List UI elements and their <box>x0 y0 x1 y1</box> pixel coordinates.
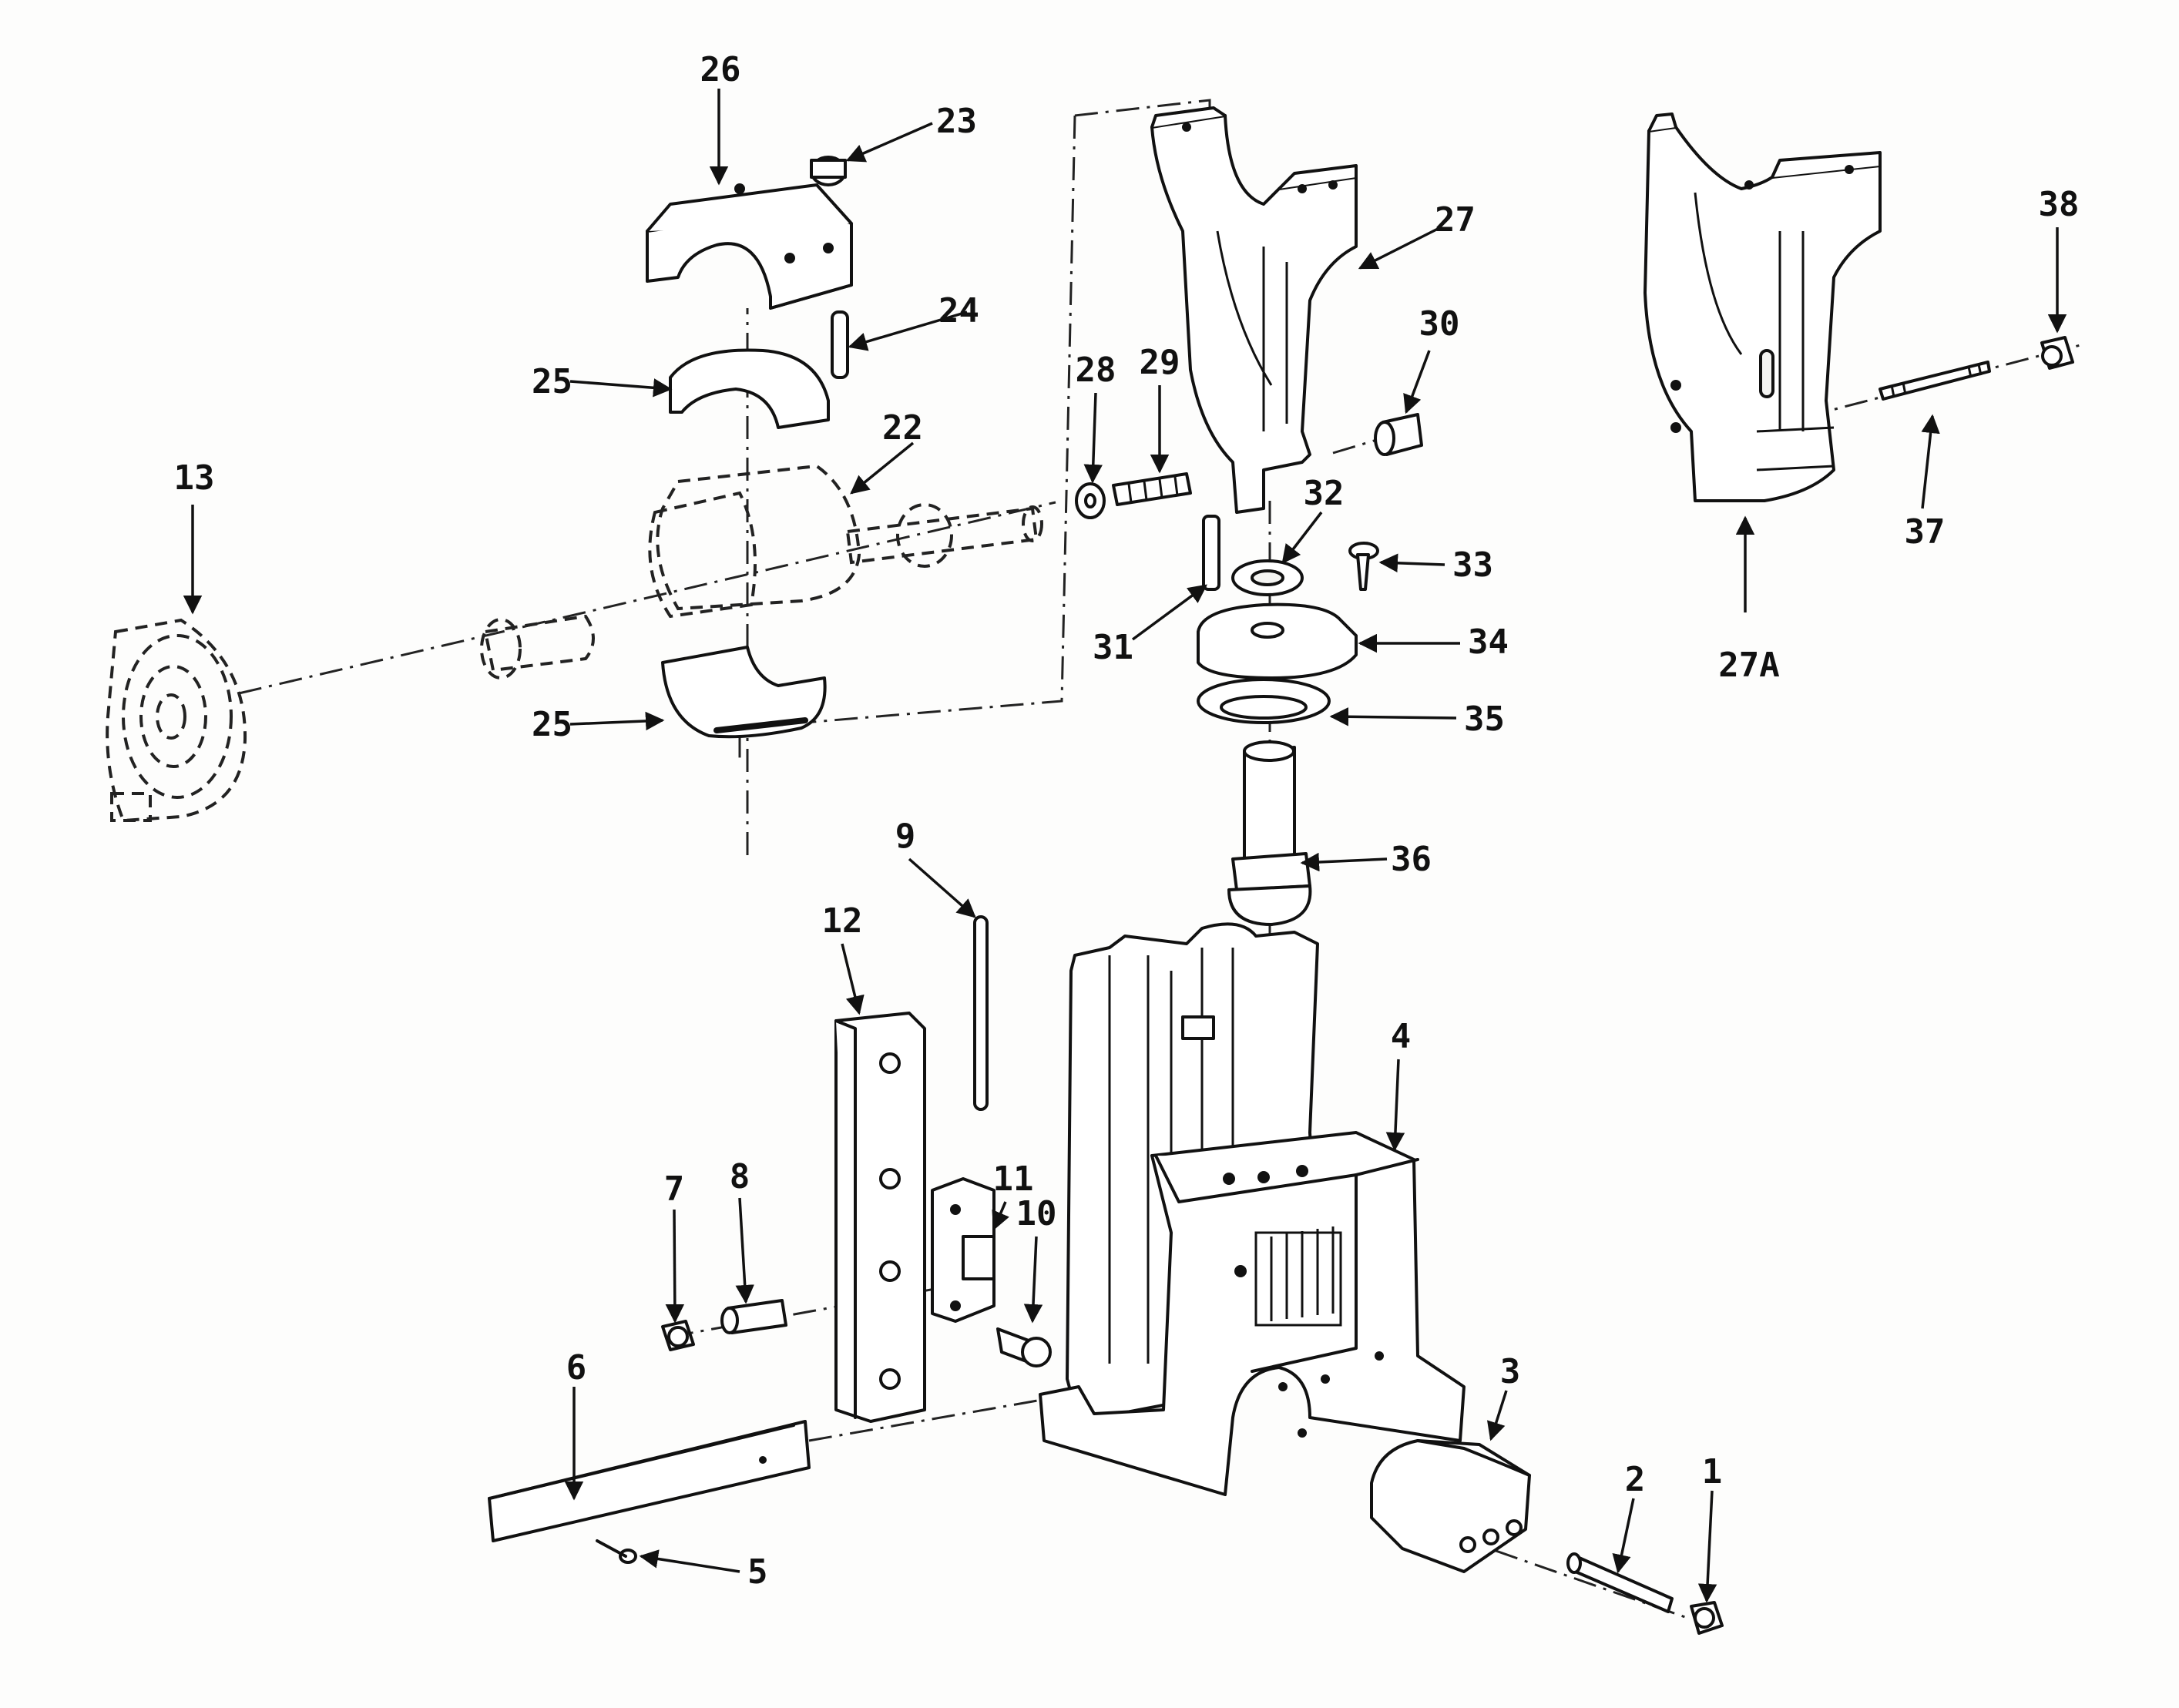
part-7-nut <box>661 1320 695 1351</box>
callout-38: 38 <box>2039 185 2080 224</box>
part-25-upper-bearing <box>669 348 830 429</box>
callout-36: 36 <box>1391 840 1432 879</box>
part-37-rod <box>1879 361 1991 401</box>
part-22-hub-shaft <box>480 464 1043 680</box>
base-centerline <box>808 1362 1249 1442</box>
callout-10: 10 <box>1016 1194 1057 1233</box>
part-24-pin <box>831 310 849 379</box>
callout-1: 1 <box>1702 1452 1723 1492</box>
callout-26: 26 <box>700 50 741 89</box>
part-13-housing <box>106 618 247 823</box>
bracket-phantom-left <box>738 115 1076 759</box>
callout-28: 28 <box>1076 351 1116 390</box>
callout-3: 3 <box>1500 1352 1521 1391</box>
callout-12: 12 <box>822 901 863 941</box>
callout-4: 4 <box>1391 1017 1412 1056</box>
part-35-spring-washer <box>1197 678 1331 724</box>
callout-31: 31 <box>1093 628 1133 667</box>
part-3-end-block <box>1370 1439 1531 1573</box>
part-32-washer <box>1231 559 1304 596</box>
part-26-bearing-cap <box>646 183 853 310</box>
part-2-pin <box>1566 1552 1674 1613</box>
callout-9: 9 <box>895 817 916 856</box>
part-9-rod <box>973 915 989 1111</box>
callout-37: 37 <box>1905 512 1946 552</box>
callout-11: 11 <box>993 1159 1034 1199</box>
part-38-nut <box>2040 336 2074 370</box>
part-10-stud <box>996 1327 1052 1367</box>
part-33-screw <box>1348 542 1379 591</box>
part-30-bushing <box>1374 413 1423 456</box>
callout-6: 6 <box>566 1348 587 1388</box>
callout-8: 8 <box>730 1157 750 1196</box>
part-11-clamp-block <box>931 1177 995 1323</box>
callout-24: 24 <box>938 291 979 331</box>
part-27-bracket <box>1150 106 1358 514</box>
part-34-cam-disc <box>1197 602 1358 680</box>
callout-25-upper: 25 <box>532 362 572 401</box>
part-28-washer <box>1075 482 1106 519</box>
callout-labels: 13 26 23 24 25 22 25 27 28 29 30 32 33 3… <box>174 50 2080 1592</box>
leader-arrows <box>183 89 2067 1603</box>
callout-2: 2 <box>1625 1460 1646 1499</box>
part-1-nut <box>1690 1601 1724 1635</box>
part-6-bar <box>488 1420 811 1542</box>
callout-27a: 27A <box>1718 646 1779 685</box>
stud-centerline-8 <box>670 1285 948 1338</box>
part-5-screw <box>596 1539 637 1564</box>
shaft-centerline <box>238 501 1056 695</box>
callout-7: 7 <box>664 1169 685 1209</box>
callout-25-lower: 25 <box>532 705 572 744</box>
callout-22: 22 <box>882 408 923 448</box>
part-4-base-casting <box>1039 922 1466 1496</box>
part-27a-bracket <box>1643 112 1882 502</box>
part-23-nut <box>810 156 847 186</box>
part-12-column <box>834 1012 926 1423</box>
part-31-pin <box>1202 515 1220 591</box>
bracket-phantom-top <box>1074 99 1211 117</box>
part-29-stud <box>1112 472 1192 506</box>
callout-29: 29 <box>1140 343 1180 382</box>
callout-13: 13 <box>174 458 215 498</box>
callout-27: 27 <box>1435 200 1476 240</box>
callout-23: 23 <box>936 102 977 141</box>
pin-centerline-30 <box>1332 438 1380 455</box>
callout-30: 30 <box>1419 304 1460 344</box>
part-36-spindle <box>1227 740 1312 926</box>
callout-5: 5 <box>747 1552 768 1592</box>
callout-35: 35 <box>1464 700 1505 739</box>
callout-32: 32 <box>1304 474 1345 513</box>
callout-34: 34 <box>1468 622 1509 662</box>
part-25-lower-bearing <box>661 646 827 739</box>
callout-33: 33 <box>1452 545 1493 585</box>
part-4-cooling-fins <box>1254 1226 1342 1327</box>
part-8-stud <box>720 1299 787 1334</box>
